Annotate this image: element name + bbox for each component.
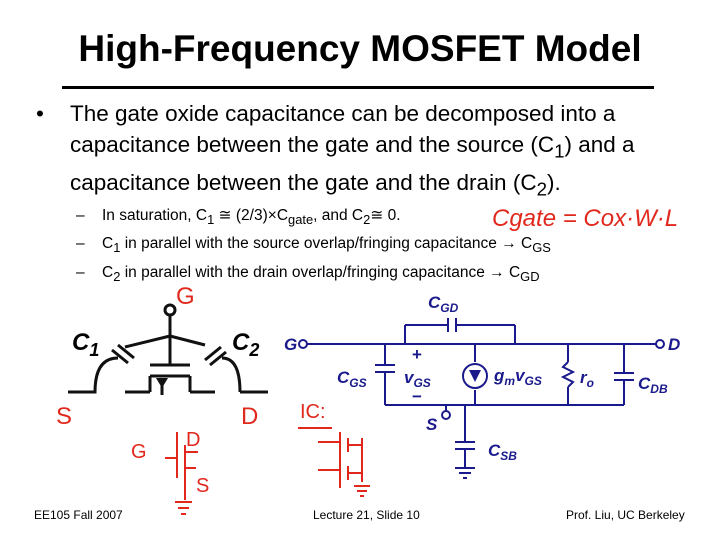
handwritten-cgate-formula: Cgate = Cox·W·L bbox=[492, 205, 678, 232]
sub-bullet-c1: –C1 in parallel with the source overlap/… bbox=[76, 235, 551, 256]
handwritten-ic-label: IC: bbox=[300, 401, 326, 423]
minus-sign: − bbox=[412, 387, 422, 406]
csb-label: CSB bbox=[488, 441, 517, 463]
model-d-label: D bbox=[668, 335, 680, 354]
gate-terminal bbox=[163, 303, 177, 317]
title-underline bbox=[62, 86, 654, 89]
footer-course: EE105 Fall 2007 bbox=[34, 508, 123, 522]
model-drain-node bbox=[655, 339, 665, 349]
model-g-label: G bbox=[284, 335, 297, 354]
current-source-arrow bbox=[469, 370, 481, 382]
c2-label: C2 bbox=[232, 329, 259, 360]
cgs-label: CGS bbox=[337, 368, 367, 390]
handwritten-d-label: D bbox=[241, 403, 258, 430]
cdb-label: CDB bbox=[638, 374, 668, 396]
handwritten-s2-label: S bbox=[196, 475, 209, 497]
handwritten-s-label: S bbox=[56, 403, 72, 430]
left-mosfet-sketch bbox=[68, 303, 268, 395]
cgd-label: CGD bbox=[428, 293, 459, 315]
slide-title: High-Frequency MOSFET Model bbox=[78, 28, 642, 69]
gm-vgs-label: gmvGS bbox=[493, 366, 542, 388]
footer-slide-number: Lecture 21, Slide 10 bbox=[313, 508, 420, 522]
plus-sign: + bbox=[412, 345, 422, 364]
model-source-node bbox=[441, 410, 451, 420]
model-gate-node bbox=[298, 339, 308, 349]
sub-bullet-saturation: –In saturation, C1 ≅ (2/3)×Cgate, and C2… bbox=[76, 207, 401, 228]
handwritten-g2-label: G bbox=[131, 441, 147, 463]
handwritten-g-label: G bbox=[176, 283, 195, 310]
c1-label: C1 bbox=[72, 329, 99, 360]
vgs-label: vGS bbox=[404, 368, 431, 390]
bullet-dot: • bbox=[36, 101, 44, 126]
ro-label: ro bbox=[580, 368, 594, 390]
handwritten-sketches bbox=[165, 427, 370, 515]
handwritten-d2-label: D bbox=[186, 429, 200, 451]
model-s-label: S bbox=[426, 415, 438, 434]
main-bullet: • The gate oxide capacitance can be deco… bbox=[36, 98, 696, 204]
footer-author: Prof. Liu, UC Berkeley bbox=[566, 508, 685, 522]
main-bullet-text: The gate oxide capacitance can be decomp… bbox=[70, 101, 635, 199]
small-signal-model bbox=[303, 318, 660, 479]
sub-bullet-c2: –C2 in parallel with the drain overlap/f… bbox=[76, 264, 540, 285]
